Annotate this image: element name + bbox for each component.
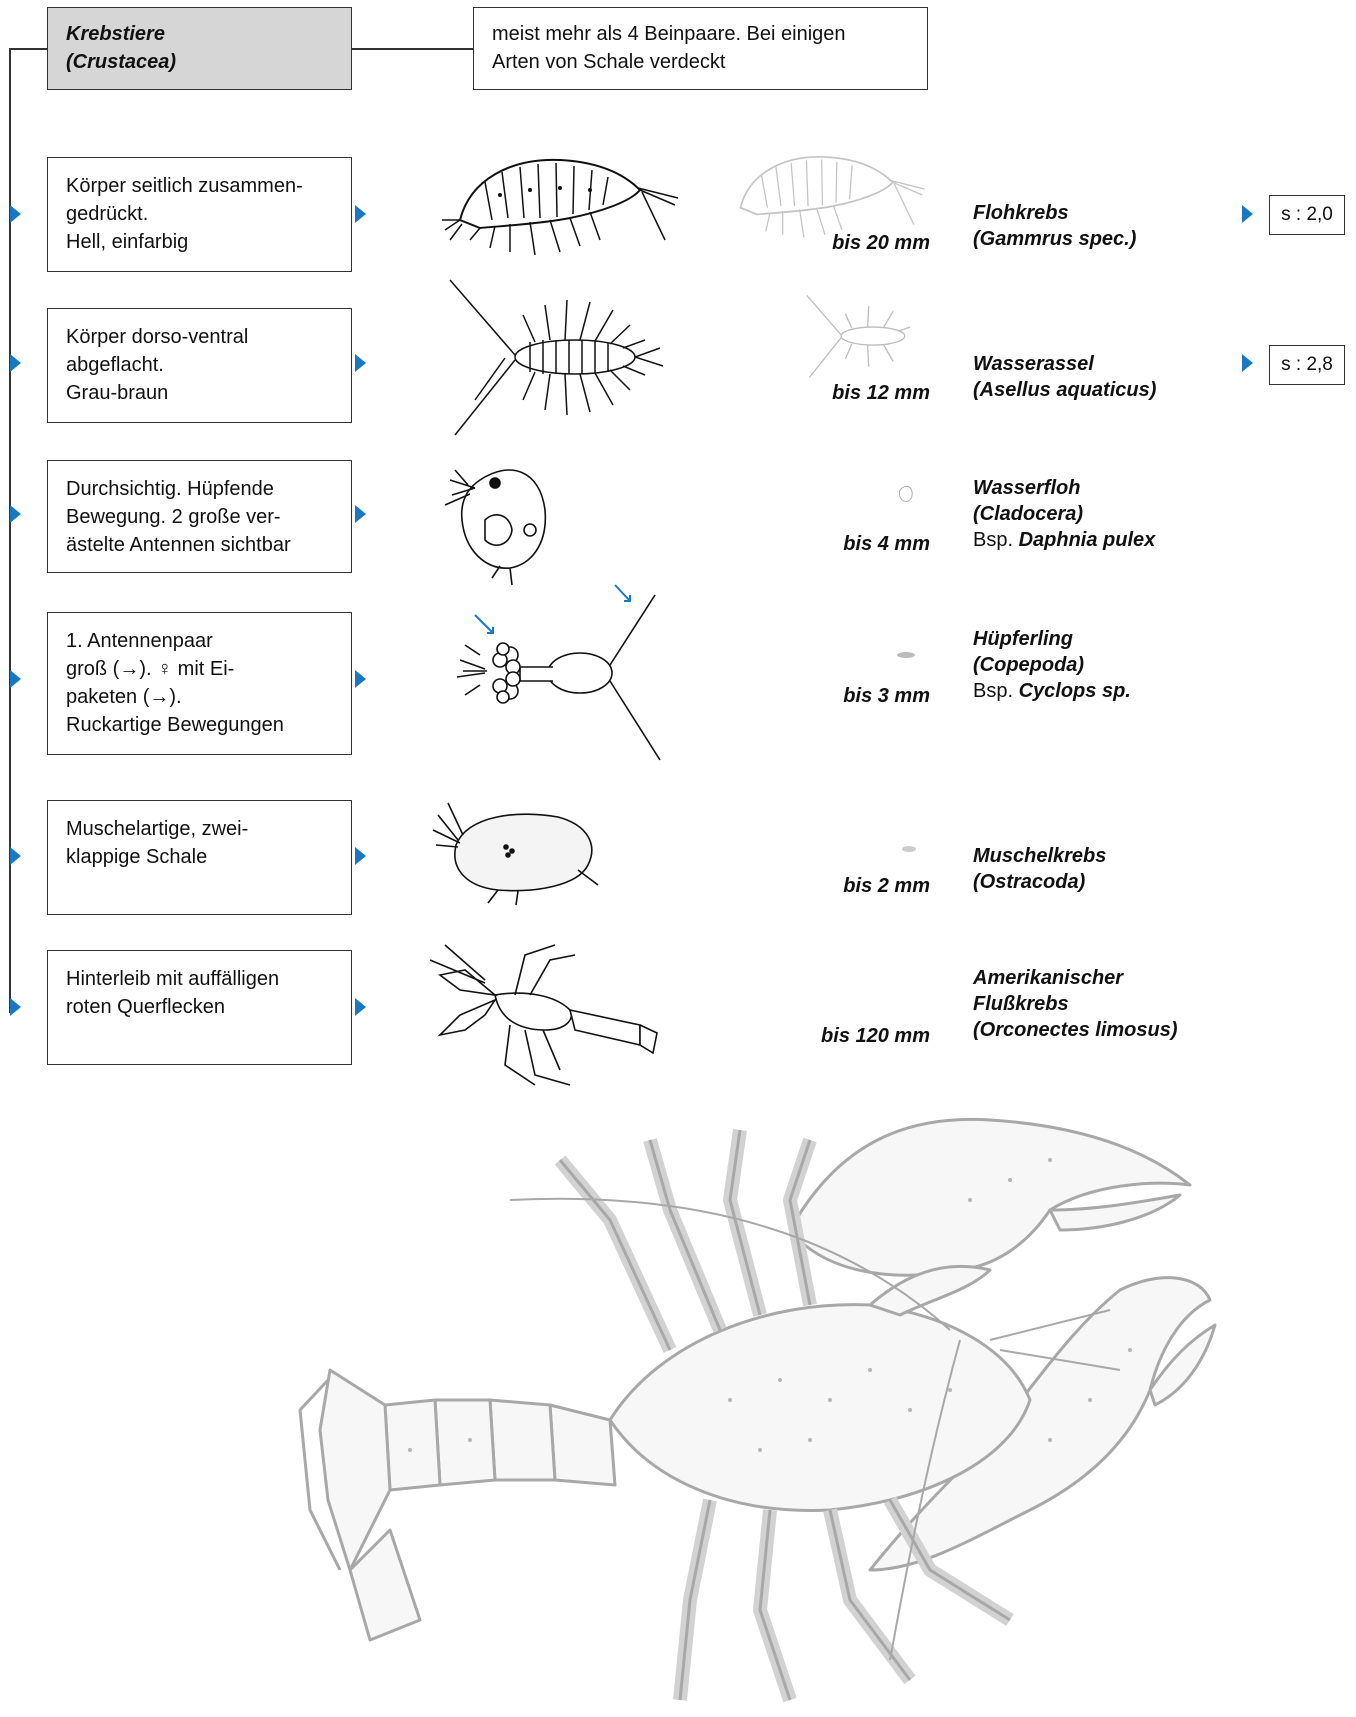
key-text: Körper dorso-ventral (66, 323, 333, 351)
size-label: bis 3 mm (770, 685, 930, 708)
common-name: Flohkrebs (973, 200, 1136, 226)
key-text: Körper seitlich zusammen- (66, 172, 333, 200)
key-text: paketen (→). (66, 683, 333, 711)
example-prefix: Bsp. (973, 680, 1013, 702)
tree-top-branch (9, 48, 48, 50)
note-line-2: Arten von Schale verdeckt (492, 48, 909, 76)
species-name: Wasserassel (Asellus aquaticus) (973, 351, 1156, 403)
copepod-illustration (455, 585, 670, 770)
group-title: Krebstiere (66, 20, 333, 48)
example-prefix: Bsp. (973, 529, 1013, 551)
copepod-small-illustration (895, 650, 917, 660)
branch-arrow-icon (10, 354, 21, 372)
key-text: Hell, einfarbig (66, 228, 333, 256)
key-text: abgeflacht. (66, 351, 333, 379)
species-name: Flohkrebs (Gammrus spec.) (973, 200, 1136, 252)
size-label: bis 12 mm (770, 382, 930, 405)
saprobic-code: s : 2,8 (1269, 345, 1345, 385)
branch-arrow-icon (10, 847, 21, 865)
key-text: roten Querflecken (66, 993, 333, 1021)
result-arrow-icon (355, 847, 366, 865)
branch-arrow-icon (10, 205, 21, 223)
water-flea-small-illustration (896, 482, 916, 506)
example-line: Bsp. Daphnia pulex (973, 527, 1155, 553)
result-arrow-icon (355, 354, 366, 372)
latin-name: (Cladocera) (973, 501, 1155, 527)
common-name-2: Flußkrebs (973, 991, 1178, 1017)
key-box-4: 1. Antennenpaar groß (→). ♀ mit Ei- pake… (47, 612, 352, 755)
branch-arrow-icon (10, 505, 21, 523)
result-arrow-icon (355, 670, 366, 688)
key-box-5: Muschelartige, zwei- klappige Schale (47, 800, 352, 915)
group-header: Krebstiere (Crustacea) (47, 7, 352, 90)
seed-shrimp-illustration (428, 795, 608, 905)
key-box-1: Körper seitlich zusammen- gedrückt. Hell… (47, 157, 352, 272)
key-text: Bewegung. 2 große ver- (66, 503, 333, 531)
key-text: 1. Antennenpaar (66, 627, 333, 655)
key-text: Grau-braun (66, 379, 333, 407)
key-text: gedrückt. (66, 200, 333, 228)
water-louse-small-illustration (800, 290, 930, 380)
group-note: meist mehr als 4 Beinpaare. Bei einigen … (473, 7, 928, 90)
group-latin: (Crustacea) (66, 48, 333, 76)
example-species: Daphnia pulex (1019, 529, 1156, 551)
result-arrow-icon (355, 998, 366, 1016)
key-text: groß (→). ♀ mit Ei- (66, 655, 333, 683)
example-species: Cyclops sp. (1019, 680, 1131, 702)
latin-name: (Asellus aquaticus) (973, 377, 1156, 403)
latin-name: (Gammrus spec.) (973, 226, 1136, 252)
size-label: bis 120 mm (770, 1025, 930, 1048)
common-name: Hüpferling (973, 626, 1131, 652)
key-text: Ruckartige Bewegungen (66, 711, 333, 739)
key-text: ästelte Antennen sichtbar (66, 531, 333, 559)
species-name: Wasserfloh (Cladocera) Bsp. Daphnia pule… (973, 475, 1155, 553)
species-name: Hüpferling (Copepoda) Bsp. Cyclops sp. (973, 626, 1131, 704)
size-label: bis 4 mm (770, 533, 930, 556)
crayfish-large-illustration (310, 1100, 1260, 1710)
size-label: bis 20 mm (770, 232, 930, 255)
tree-trunk (9, 48, 11, 1013)
size-label: bis 2 mm (770, 875, 930, 898)
header-connector (352, 48, 474, 50)
code-arrow-icon (1242, 354, 1253, 372)
common-name: Wasserassel (973, 351, 1156, 377)
result-arrow-icon (355, 505, 366, 523)
common-name: Wasserfloh (973, 475, 1155, 501)
seed-shrimp-small-illustration (901, 845, 917, 853)
latin-name: (Copepoda) (973, 652, 1131, 678)
water-flea-illustration (440, 450, 570, 590)
amphipod-illustration (440, 140, 680, 270)
species-name: Muschelkrebs (Ostracoda) (973, 843, 1106, 895)
common-name: Amerikanischer (973, 965, 1178, 991)
result-arrow-icon (355, 205, 366, 223)
water-louse-illustration (445, 270, 675, 440)
latin-name: (Orconectes limosus) (973, 1017, 1178, 1043)
code-arrow-icon (1242, 205, 1253, 223)
key-text: Durchsichtig. Hüpfende (66, 475, 333, 503)
latin-name: (Ostracoda) (973, 869, 1106, 895)
key-box-2: Körper dorso-ventral abgeflacht. Grau-br… (47, 308, 352, 423)
crayfish-small-illustration (425, 935, 665, 1095)
key-text: Hinterleib mit auffälligen (66, 965, 333, 993)
key-box-6: Hinterleib mit auffälligen roten Querfle… (47, 950, 352, 1065)
species-name: Amerikanischer Flußkrebs (Orconectes lim… (973, 965, 1178, 1043)
key-text: Muschelartige, zwei- (66, 815, 333, 843)
branch-arrow-icon (10, 998, 21, 1016)
key-box-3: Durchsichtig. Hüpfende Bewegung. 2 große… (47, 460, 352, 573)
common-name: Muschelkrebs (973, 843, 1106, 869)
key-text: klappige Schale (66, 843, 333, 871)
note-line-1: meist mehr als 4 Beinpaare. Bei einigen (492, 20, 909, 48)
example-line: Bsp. Cyclops sp. (973, 678, 1131, 704)
saprobic-code: s : 2,0 (1269, 195, 1345, 235)
branch-arrow-icon (10, 670, 21, 688)
